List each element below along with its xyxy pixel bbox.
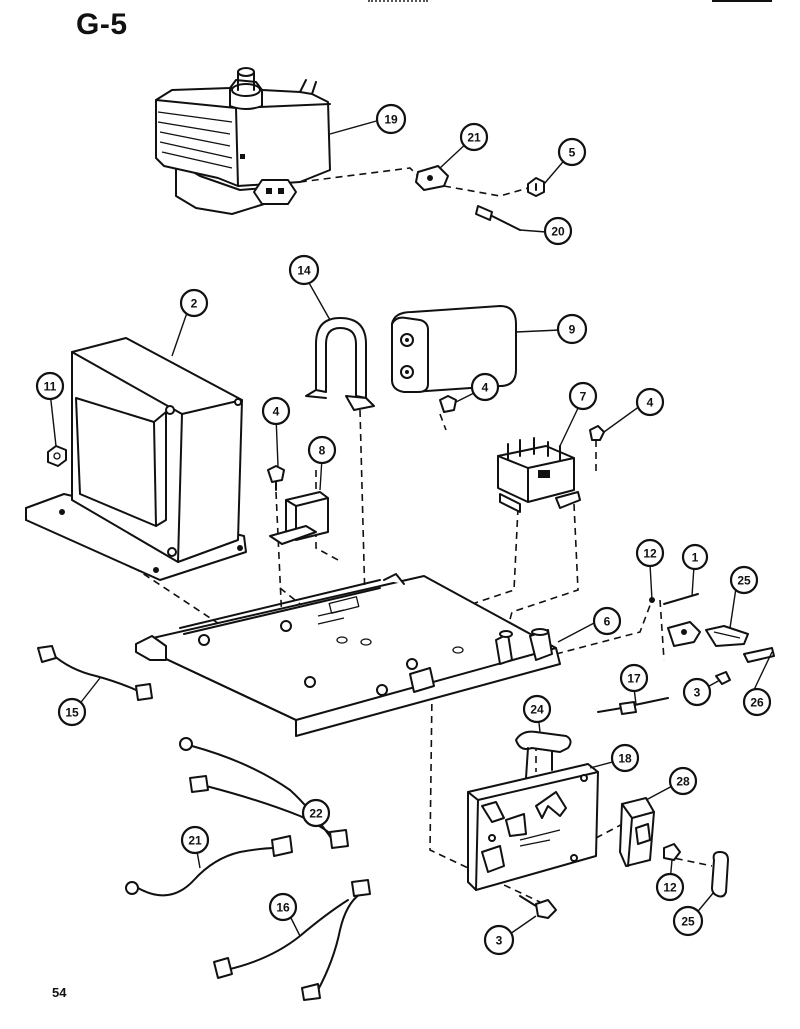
callout-label: 8 — [319, 444, 326, 458]
callout-label: 22 — [309, 807, 323, 821]
callout-label: 3 — [496, 934, 503, 948]
callout-fuse: 25 — [672, 905, 704, 937]
callout-harness-b: 22 — [301, 798, 331, 828]
page-number: 54 — [52, 985, 67, 1000]
callout-thermal-cutout: 21 — [459, 122, 489, 152]
callout-screw-e: 12 — [635, 538, 665, 568]
screw-4-capacitor-part — [439, 395, 457, 413]
relay-part — [497, 437, 581, 513]
callout-screw-a: 5 — [557, 137, 587, 167]
screw-3-bottom-part — [519, 895, 557, 919]
callout-label: 4 — [647, 396, 654, 410]
callout-fuse-link: 17 — [619, 663, 649, 693]
callout-pin: 1 — [681, 543, 709, 571]
screw-4-diode-part — [267, 465, 285, 491]
fuse-holder-part — [475, 205, 521, 231]
callout-relay: 7 — [568, 381, 598, 411]
callout-label: 26 — [750, 696, 764, 710]
transformer-part — [25, 337, 247, 581]
callout-screw-g: 12 — [655, 872, 685, 902]
callout-diode: 8 — [307, 435, 337, 465]
callout-label: 24 — [530, 703, 544, 717]
diode-part — [269, 491, 329, 545]
nut-11-part — [47, 445, 67, 467]
screw-4-relay-part — [589, 425, 605, 441]
callout-harness-a: 15 — [57, 697, 87, 727]
bracket-part — [305, 317, 375, 411]
callout-base-plate: 6 — [592, 606, 622, 636]
callout-label: 11 — [44, 380, 57, 394]
callout-label: 14 — [297, 264, 311, 278]
callout-switch-b: 26 — [742, 687, 772, 717]
callout-label: 3 — [694, 686, 701, 700]
callout-label: 21 — [188, 834, 202, 848]
header-mark-right — [712, 0, 772, 2]
callout-label: 20 — [551, 225, 565, 239]
callout-pcb: 18 — [610, 743, 640, 773]
callout-label: 6 — [604, 615, 611, 629]
callout-label: 9 — [569, 323, 576, 337]
callout-screw-f: 3 — [682, 677, 712, 707]
pcb-part — [467, 763, 599, 891]
callout-label: 28 — [676, 775, 690, 789]
page-title: G-5 — [76, 8, 128, 41]
header-mark-left — [368, 0, 428, 4]
fuse-part — [711, 851, 729, 898]
callout-label: 17 — [627, 672, 641, 686]
callout-transformer: 2 — [179, 288, 209, 318]
callout-label: 5 — [569, 146, 576, 160]
callout-label: 12 — [643, 547, 657, 561]
callout-label: 2 — [191, 297, 198, 311]
callout-screw-b: 4 — [261, 396, 291, 426]
fuse-link-part — [597, 697, 669, 715]
terminal-block-part — [619, 797, 655, 867]
callout-switch-a: 25 — [729, 565, 759, 595]
callout-harness-c: 21 — [180, 825, 210, 855]
screw-5-part — [527, 177, 545, 197]
callout-label: 7 — [580, 390, 587, 404]
callout-label: 1 — [692, 551, 699, 565]
callout-harness-d: 16 — [268, 892, 298, 922]
callout-label: 16 — [276, 901, 290, 915]
callout-label: 4 — [482, 381, 489, 395]
callout-label: 25 — [737, 574, 751, 588]
magnetron-part — [155, 67, 331, 215]
callout-magnetron: 19 — [375, 103, 407, 135]
switch-assembly-part — [649, 593, 775, 685]
callout-terminal-block: 28 — [668, 766, 698, 796]
callout-label: 15 — [65, 706, 79, 720]
callout-label: 4 — [273, 405, 280, 419]
harness-21-part — [125, 835, 293, 897]
callout-capacitor: 9 — [556, 313, 588, 345]
callout-label: 19 — [384, 113, 398, 127]
thermal-cutout-part — [415, 165, 449, 191]
callout-screw-c: 4 — [470, 372, 500, 402]
callout-fuse-holder: 20 — [543, 216, 573, 246]
callout-bracket: 14 — [288, 254, 320, 286]
callout-grommet: 24 — [522, 694, 552, 724]
callout-screw-d: 4 — [635, 387, 665, 417]
base-plate-part — [135, 573, 561, 737]
callout-label: 12 — [663, 881, 677, 895]
callout-label: 18 — [618, 752, 632, 766]
callout-nut: 11 — [35, 371, 65, 401]
harness-15-part — [37, 645, 153, 701]
harness-16-part — [213, 879, 371, 1001]
callout-label: 21 — [467, 131, 481, 145]
screw-12-terminal-part — [663, 843, 681, 861]
callout-screw-h: 3 — [483, 924, 515, 956]
callout-label: 25 — [681, 915, 695, 929]
capacitor-part — [391, 305, 517, 393]
grommet-part — [515, 730, 572, 779]
